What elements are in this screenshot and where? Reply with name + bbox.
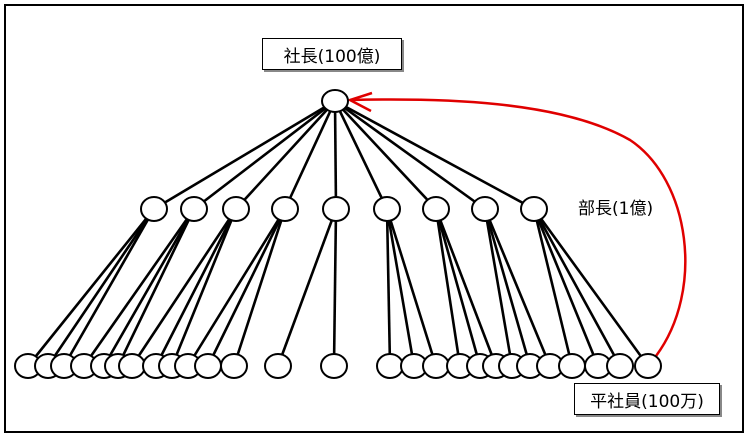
edge-manager-employee [385, 208, 438, 367]
edge-manager-employee [385, 208, 392, 367]
edge-manager-employee [434, 208, 498, 367]
edge-manager-employee [276, 208, 338, 367]
edge-manager-employee [82, 208, 196, 367]
edge-manager-employee [532, 208, 650, 367]
edge-manager-employee [332, 208, 338, 367]
edge-root-manager [235, 100, 336, 210]
diagram-frame [4, 4, 744, 433]
employee-node [422, 353, 450, 379]
edge-manager-employee [130, 208, 238, 367]
edge-root-manager [334, 99, 535, 211]
edge-manager-employee [62, 208, 156, 367]
edge-manager-employee [483, 208, 532, 367]
edge-root-manager [333, 100, 338, 210]
edge-root-manager [193, 99, 336, 211]
employee-node [194, 353, 222, 379]
president-label: 社長(100億) [262, 38, 402, 70]
manager-node [322, 196, 350, 222]
edge-manager-employee [46, 208, 156, 367]
edge-manager-employee [186, 208, 287, 367]
tree-edges [26, 99, 650, 367]
edge-manager-employee [154, 208, 238, 367]
edge-manager-employee [532, 208, 574, 367]
employee-node [376, 353, 404, 379]
edge-manager-employee [434, 208, 482, 367]
edge-manager-employee [26, 208, 156, 367]
edge-manager-employee [385, 208, 416, 367]
edge-manager-employee [206, 208, 287, 367]
manager-label: 部長(1億) [576, 194, 656, 219]
edge-root-manager [153, 99, 336, 211]
tree-nodes [14, 89, 662, 379]
employee-node [220, 353, 248, 379]
edge-manager-employee [102, 208, 196, 367]
edge-root-manager [333, 100, 389, 210]
employee-node [634, 353, 662, 379]
arrow-head [346, 91, 373, 113]
promotion-arrow [349, 98, 687, 357]
edge-manager-employee [483, 208, 552, 367]
manager-node [520, 196, 548, 222]
employee-label: 平社員(100万) [574, 383, 720, 415]
edge-manager-employee [116, 208, 196, 367]
manager-node [271, 196, 299, 222]
manager-node [222, 196, 250, 222]
employee-node [558, 353, 586, 379]
employee-node [606, 353, 634, 379]
edge-manager-employee [532, 208, 622, 367]
manager-node [471, 196, 499, 222]
employee-node [320, 353, 348, 379]
edge-manager-employee [170, 208, 238, 367]
edge-manager-employee [434, 208, 462, 367]
manager-node [140, 196, 168, 222]
edge-root-manager [283, 100, 337, 210]
edge-manager-employee [532, 208, 600, 367]
employee-node [264, 353, 292, 379]
president-node [321, 89, 349, 113]
manager-node [422, 196, 450, 222]
manager-node [180, 196, 208, 222]
edge-manager-employee [232, 208, 287, 367]
edge-manager-employee [483, 208, 514, 367]
edge-root-manager [334, 99, 486, 211]
employee-node [118, 353, 146, 379]
manager-node [373, 196, 401, 222]
edge-root-manager [334, 100, 437, 210]
